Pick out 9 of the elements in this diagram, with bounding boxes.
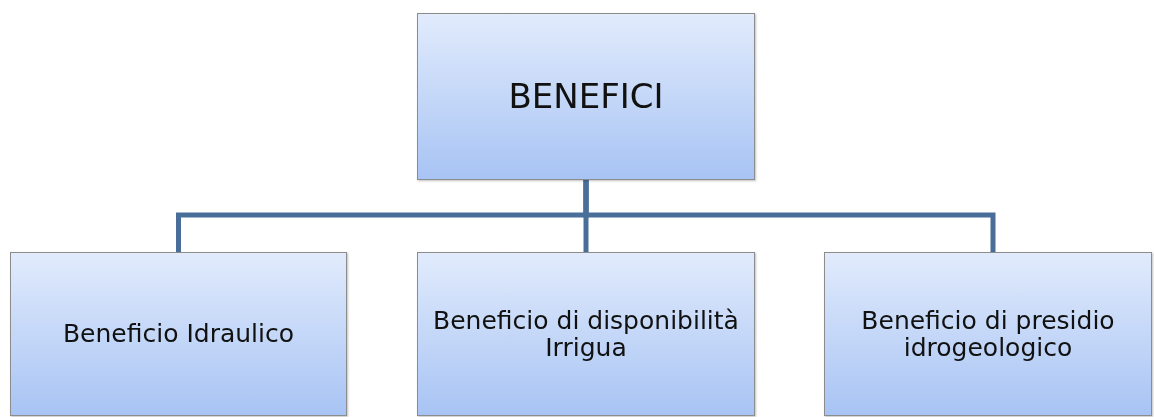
connector-line bbox=[583, 180, 996, 252]
box-label: Beneficio di presidio idrogeologico bbox=[860, 306, 1116, 362]
root-box bbox=[417, 13, 755, 180]
box-label: BENEFICI bbox=[508, 77, 664, 116]
category-box bbox=[10, 252, 347, 416]
category-box bbox=[824, 252, 1152, 416]
box-label: Beneficio Idraulico bbox=[62, 320, 295, 348]
category-box bbox=[417, 252, 755, 416]
box-label: Beneficio di disponibilità Irrigua bbox=[432, 306, 740, 362]
